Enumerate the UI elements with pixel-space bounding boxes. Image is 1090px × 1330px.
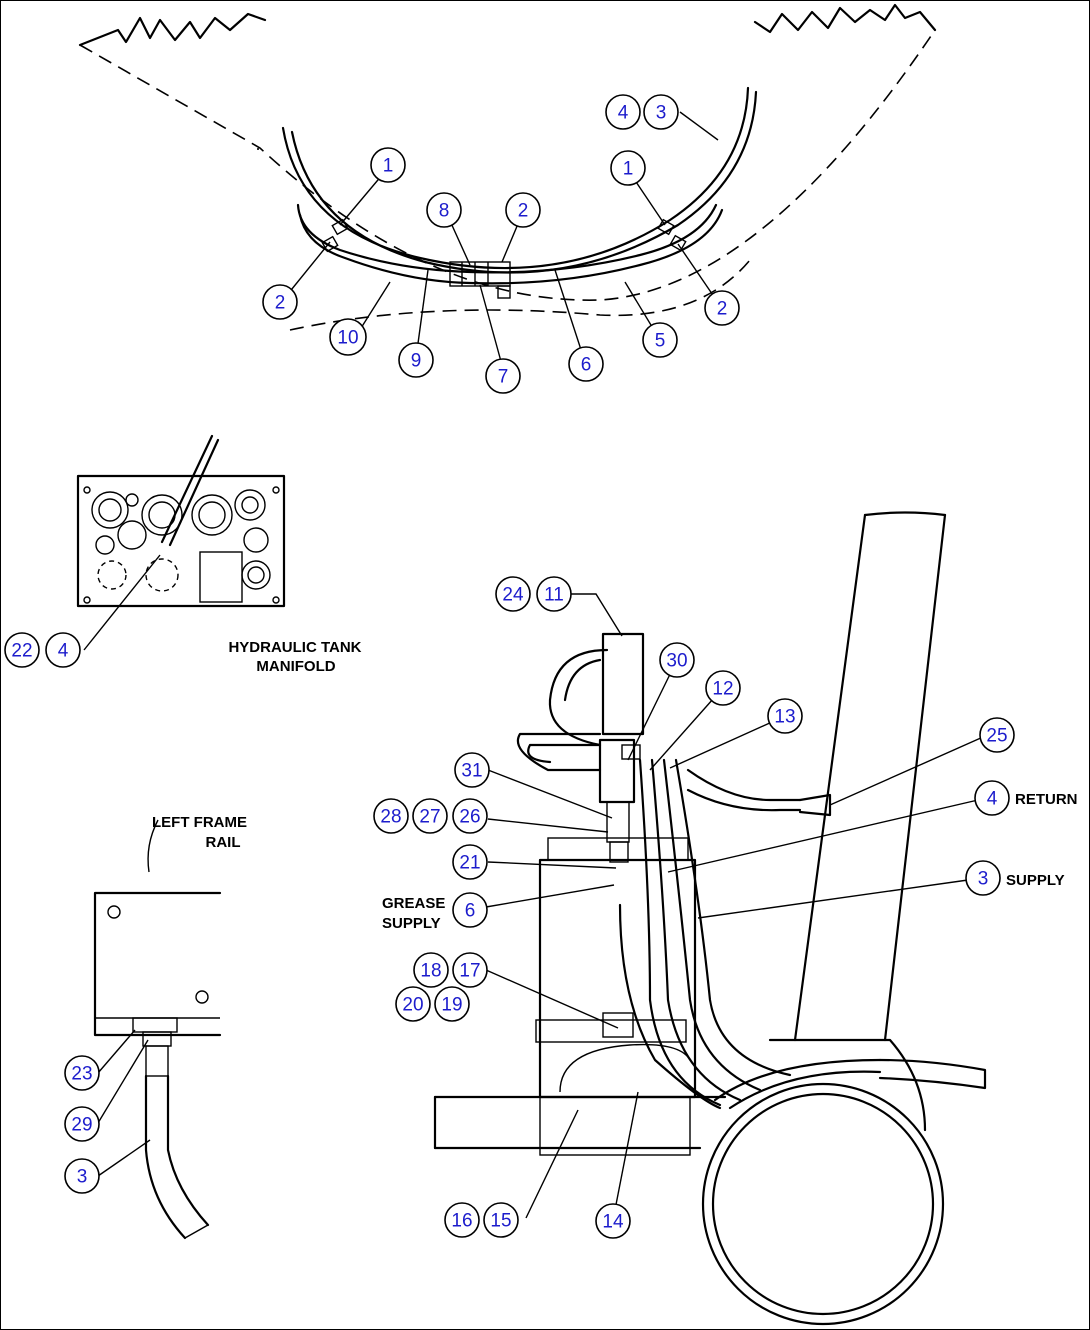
callout-7: 7 [485, 358, 521, 394]
callout-29: 29 [64, 1106, 100, 1142]
tank-manifold-label-1: HYDRAULIC TANK [228, 639, 361, 656]
callout-30: 30 [659, 642, 695, 678]
callout-number: 8 [439, 201, 450, 222]
callout-number: 5 [655, 331, 666, 352]
callout-number: 4 [58, 641, 69, 662]
callout-11: 11 [536, 576, 572, 612]
callout-25: 25 [979, 717, 1015, 753]
callout-number: 4 [987, 789, 998, 810]
callout-2c: 2 [704, 290, 740, 326]
callout-number: 3 [77, 1167, 88, 1188]
callout-16: 16 [444, 1202, 480, 1238]
frame-rail-label-1: LEFT FRAME [152, 814, 247, 831]
grease-supply-label-2: SUPPLY [382, 915, 441, 932]
callout-6b: 6 [452, 892, 488, 928]
callout-8: 8 [426, 192, 462, 228]
callout-3c: 3 [64, 1158, 100, 1194]
callout-20: 20 [395, 986, 431, 1022]
callout-number: 6 [581, 355, 592, 376]
top-assembly [78, 3, 937, 377]
callout-21: 21 [452, 844, 488, 880]
callout-number: 18 [420, 961, 441, 982]
callout-22: 22 [4, 632, 40, 668]
callout-24: 24 [495, 576, 531, 612]
callout-10: 10 [329, 318, 367, 356]
return-label: RETURN [1015, 791, 1078, 808]
callout-28: 28 [373, 798, 409, 834]
callout-number: 23 [71, 1064, 92, 1085]
callout-number: 25 [986, 726, 1007, 747]
callout-number: 2 [717, 299, 728, 320]
callout-1b: 1 [610, 150, 646, 186]
callout-number: 4 [618, 103, 629, 124]
callout-number: 27 [419, 807, 440, 828]
callout-number: 12 [712, 679, 733, 700]
callout-number: 28 [380, 807, 401, 828]
callout-19: 19 [434, 986, 470, 1022]
callout-number: 29 [71, 1115, 92, 1136]
callout-number: 10 [337, 328, 358, 349]
callout-6a: 6 [568, 346, 604, 382]
callout-31: 31 [454, 752, 490, 788]
callout-17: 17 [452, 952, 488, 988]
callout-27: 27 [412, 798, 448, 834]
callout-2b: 2 [505, 192, 541, 228]
callout-14: 14 [595, 1203, 631, 1239]
callout-number: 26 [459, 807, 480, 828]
callout-number: 24 [502, 585, 524, 606]
supply-label: SUPPLY [1006, 872, 1065, 889]
callout-1a: 1 [370, 147, 406, 183]
grease-supply-label-1: GREASE [382, 895, 445, 912]
callout-number: 6 [465, 901, 476, 922]
lube-pump-assembly: GREASE SUPPLY RETURN SUPPLY [382, 511, 1078, 1326]
callout-number: 3 [978, 869, 989, 890]
callout-number: 22 [11, 641, 32, 662]
callout-26: 26 [452, 798, 488, 834]
callout-number: 11 [544, 585, 564, 606]
callout-number: 21 [459, 853, 480, 874]
callout-9: 9 [398, 342, 434, 378]
callout-number: 19 [441, 995, 462, 1016]
callout-number: 15 [490, 1211, 511, 1232]
callout-number: 30 [666, 651, 687, 672]
callout-5: 5 [642, 322, 678, 358]
callout-number: 7 [498, 367, 509, 388]
callout-number: 3 [656, 103, 667, 124]
callout-number: 16 [451, 1211, 472, 1232]
callout-3b: 3 [965, 860, 1001, 896]
callout-number: 31 [461, 761, 482, 782]
callout-number: 13 [774, 707, 795, 728]
hydraulic-tank-manifold: HYDRAULIC TANK MANIFOLD [76, 434, 362, 675]
callout-2a: 2 [262, 284, 298, 320]
callout-3a: 3 [643, 94, 679, 130]
callout-number: 1 [383, 156, 394, 177]
callout-4c: 4 [974, 780, 1010, 816]
left-frame-rail: LEFT FRAME RAIL [93, 814, 247, 1240]
callout-number: 14 [602, 1212, 624, 1233]
callout-number: 2 [518, 201, 529, 222]
callout-number: 9 [411, 351, 422, 372]
callout-12: 12 [705, 670, 741, 706]
callout-number: 20 [402, 995, 423, 1016]
callout-13: 13 [767, 698, 803, 734]
callout-23: 23 [64, 1055, 100, 1091]
frame-rail-label-2: RAIL [206, 834, 241, 851]
callout-number: 1 [623, 159, 634, 180]
callout-4b: 4 [45, 632, 81, 668]
tank-manifold-label-2: MANIFOLD [256, 658, 335, 675]
callout-number: 2 [275, 293, 286, 314]
callout-4a: 4 [605, 94, 641, 130]
callout-18: 18 [413, 952, 449, 988]
callout-15: 15 [483, 1202, 519, 1238]
callout-number: 17 [459, 961, 480, 982]
